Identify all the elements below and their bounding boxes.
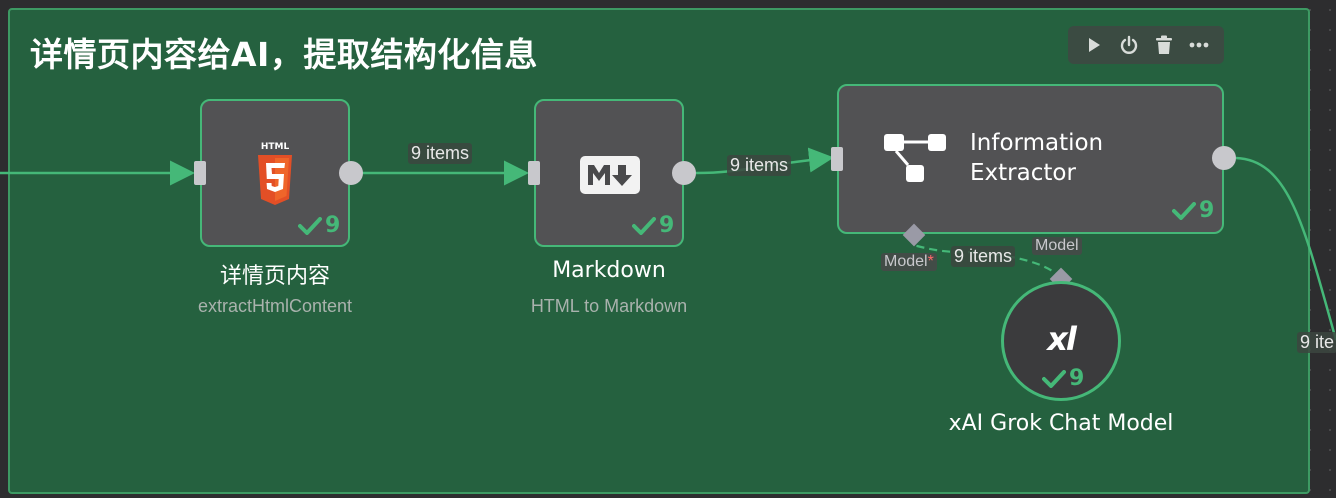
model-port-label-text: Model bbox=[884, 253, 928, 270]
power-icon[interactable] bbox=[1115, 31, 1143, 59]
markdown-node-subtitle: HTML to Markdown bbox=[530, 296, 688, 316]
extractor-output-port[interactable] bbox=[1212, 146, 1236, 170]
check-icon bbox=[632, 216, 656, 235]
node-toolbar bbox=[1068, 26, 1224, 64]
check-icon bbox=[298, 216, 322, 235]
markdown-icon bbox=[580, 156, 640, 199]
model-port-label: Model* bbox=[881, 253, 937, 271]
success-check: 9 bbox=[1172, 198, 1214, 223]
check-icon bbox=[1042, 369, 1066, 388]
markdown-node-output-port[interactable] bbox=[672, 161, 696, 185]
edge-label-model-link: 9 items bbox=[951, 246, 1016, 267]
sticky-note-title[interactable]: 详情页内容给AI，提取结构化信息 bbox=[30, 35, 538, 74]
success-check: 9 bbox=[298, 213, 340, 238]
required-marker: * bbox=[927, 253, 934, 270]
information-extractor-title-line2: Extractor bbox=[970, 160, 1076, 186]
html-node-input-port[interactable] bbox=[194, 161, 206, 185]
xai-logo-icon: xl bbox=[1047, 320, 1077, 358]
check-icon bbox=[1172, 201, 1196, 220]
information-extractor-title-line1: Information bbox=[970, 130, 1104, 156]
item-count: 9 bbox=[1069, 366, 1085, 391]
html5-icon-label: HTML bbox=[260, 142, 290, 152]
item-count: 9 bbox=[1199, 198, 1215, 223]
html-node[interactable]: HTML 9 bbox=[200, 99, 350, 247]
information-extractor-node[interactable]: 9 bbox=[837, 84, 1224, 234]
play-icon[interactable] bbox=[1080, 31, 1108, 59]
edge-label-html-to-markdown: 9 items bbox=[408, 143, 473, 164]
markdown-node-input-port[interactable] bbox=[528, 161, 540, 185]
success-check: 9 bbox=[1042, 366, 1084, 391]
html5-icon: HTML bbox=[255, 141, 295, 212]
edge-label-extractor-output: 9 ite bbox=[1297, 332, 1336, 353]
html-node-title: 详情页内容 bbox=[219, 264, 330, 289]
markdown-node[interactable]: 9 bbox=[534, 99, 684, 247]
success-check: 9 bbox=[632, 213, 674, 238]
html-node-subtitle: extractHtmlContent bbox=[197, 296, 353, 316]
trash-icon[interactable] bbox=[1150, 31, 1178, 59]
edge-label-markdown-to-extractor: 9 items bbox=[727, 155, 792, 176]
extractor-input-port[interactable] bbox=[831, 147, 843, 171]
markdown-node-title: Markdown bbox=[552, 258, 666, 283]
item-count: 9 bbox=[659, 213, 675, 238]
xai-grok-node-title: xAI Grok Chat Model bbox=[948, 411, 1174, 436]
extractor-icon bbox=[884, 132, 948, 191]
html-node-output-port[interactable] bbox=[339, 161, 363, 185]
model-source-port-label: Model bbox=[1032, 237, 1082, 255]
xai-grok-chat-model-node[interactable]: xl 9 bbox=[1001, 281, 1121, 401]
item-count: 9 bbox=[325, 213, 341, 238]
more-icon[interactable] bbox=[1185, 31, 1213, 59]
information-extractor-title: Information Extractor bbox=[970, 128, 1103, 188]
